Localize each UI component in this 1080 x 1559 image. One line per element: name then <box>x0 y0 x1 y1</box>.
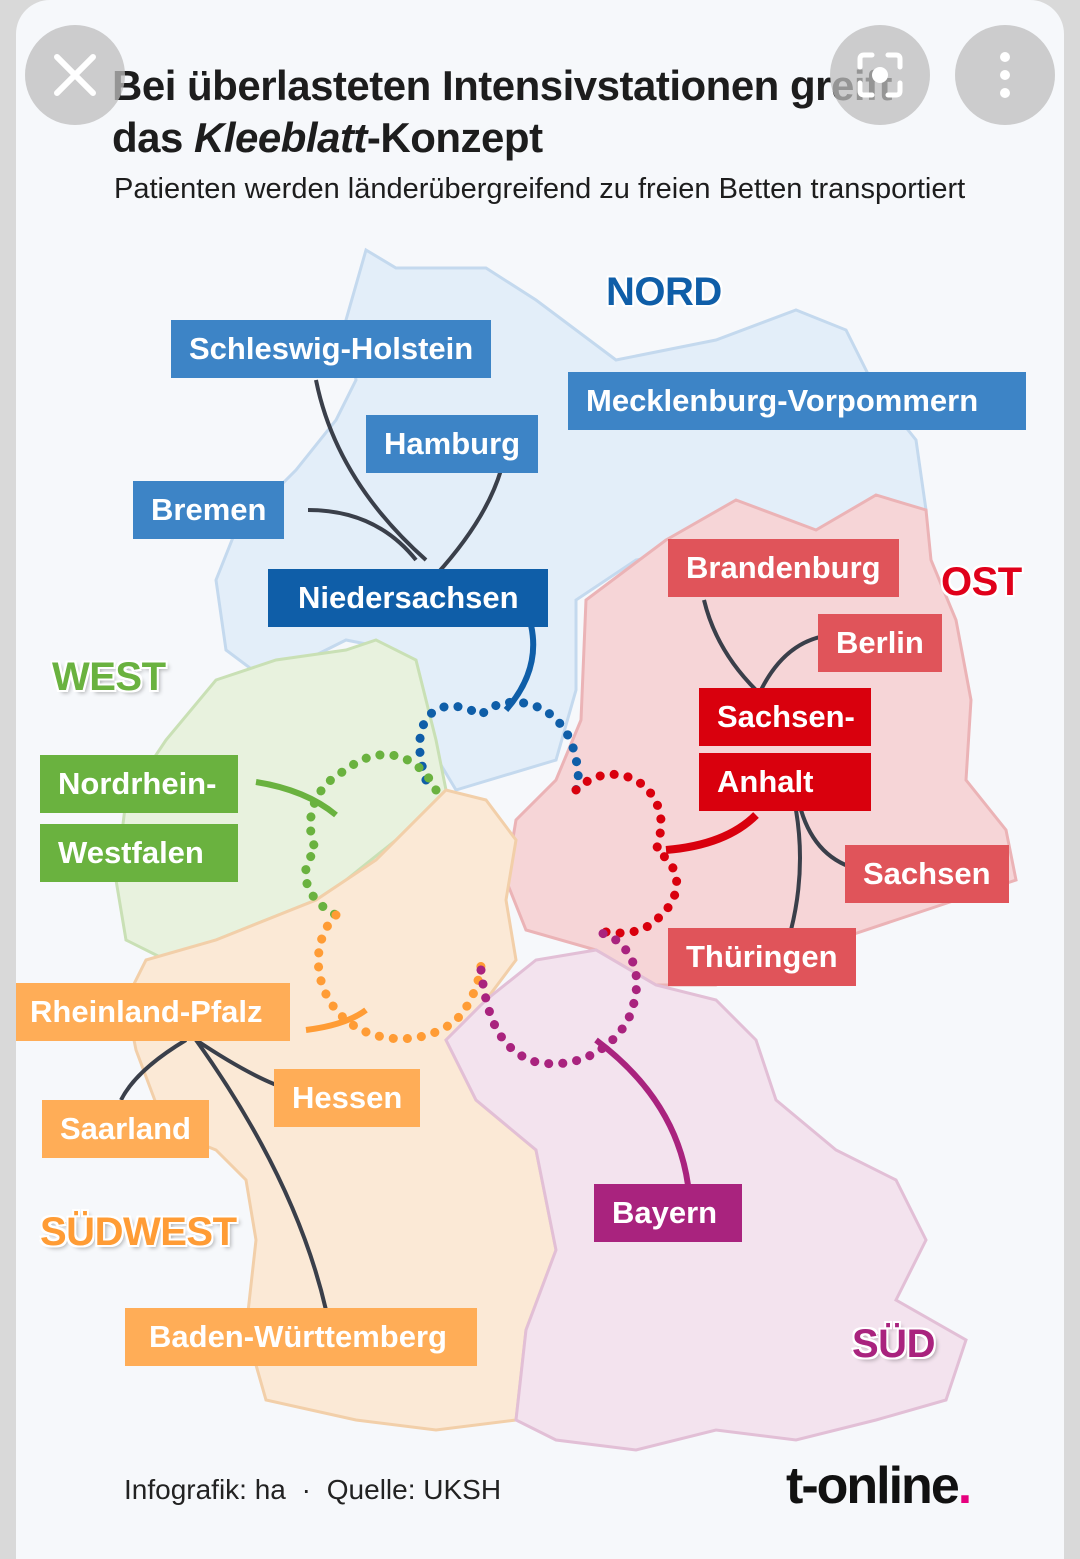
lens-button[interactable] <box>830 25 930 125</box>
title-italic: Kleeblatt <box>194 114 367 161</box>
connector-th <box>789 809 802 931</box>
title-line-2: das Kleeblatt-Konzept <box>112 112 992 164</box>
title-line-1: Bei überlasteten Intensivstationen greif… <box>112 62 893 109</box>
state-label-hessen: Hessen <box>274 1069 421 1127</box>
connector-bw <box>194 1038 328 1311</box>
page-subtitle: Patienten werden länderübergreifend zu f… <box>114 173 966 205</box>
state-label-hamburg: Hamburg <box>366 415 539 473</box>
state-label-nrw-2: Westfalen <box>40 824 238 882</box>
state-label-sachsen-anhalt-1: Sachsen- <box>699 688 871 746</box>
t-online-logo: t-online. <box>786 1456 973 1516</box>
connector-sl <box>119 1038 188 1101</box>
state-label-sachsen-anhalt-2: Anhalt <box>699 753 871 811</box>
clover-leaf-sued <box>476 925 642 1069</box>
state-label-niedersachsen: Niedersachsen <box>268 569 548 627</box>
region-label-ost: OST <box>941 560 1022 604</box>
footer-credits: Infografik: ha · Quelle: UKSH <box>124 1474 501 1506</box>
state-label-saarland: Saarland <box>42 1100 209 1158</box>
logo-dot: . <box>957 1457 973 1515</box>
state-label-thueringen: Thüringen <box>668 928 856 986</box>
state-label-sachsen: Sachsen <box>845 845 1009 903</box>
connector-hb <box>307 508 418 562</box>
state-label-bayern: Bayern <box>594 1184 742 1242</box>
connector-nrw <box>255 779 338 818</box>
title-suffix: -Konzept <box>366 114 543 161</box>
infographic-card: Bei überlasteten Intensivstationen greif… <box>16 0 1064 1559</box>
credit-separator: · <box>301 1474 311 1505</box>
clover-leaf-nord <box>415 697 583 795</box>
clover-leaf-suedwest <box>313 910 486 1044</box>
more-vert-icon <box>1000 52 1010 98</box>
close-button[interactable] <box>25 25 125 125</box>
clover-leaf-west <box>301 750 441 920</box>
region-label-nord: NORD <box>606 270 722 314</box>
state-label-baden-wuerttemberg: Baden-Württemberg <box>125 1308 477 1366</box>
state-label-brandenburg: Brandenburg <box>668 539 899 597</box>
logo-text: t-online <box>786 1457 960 1515</box>
credit-text: Infografik: ha <box>124 1474 286 1505</box>
connector-sh <box>314 379 428 562</box>
title-prefix: das <box>112 114 195 161</box>
close-icon <box>54 54 96 96</box>
region-label-suedwest: SÜDWEST <box>40 1210 237 1254</box>
connector-hh <box>434 469 503 577</box>
state-label-schleswig-holstein: Schleswig-Holstein <box>171 320 492 378</box>
state-label-mecklenburg-vorpommern: Mecklenburg-Vorpommern <box>568 372 1026 430</box>
connector-bb <box>702 599 758 692</box>
region-label-west: WEST <box>52 655 166 699</box>
more-options-button[interactable] <box>955 25 1055 125</box>
state-label-nrw-1: Nordrhein- <box>40 755 238 813</box>
page-title: Bei überlasteten Intensivstationen greif… <box>112 60 992 164</box>
state-label-bremen: Bremen <box>133 481 285 539</box>
clover-leaves <box>301 697 682 1069</box>
connector-st <box>665 812 759 854</box>
clover-leaf-ost <box>571 769 682 938</box>
source-text: Quelle: UKSH <box>326 1474 502 1505</box>
state-label-rheinland-pfalz: Rheinland-Pfalz <box>16 983 290 1041</box>
state-label-berlin: Berlin <box>818 614 942 672</box>
lens-icon <box>857 52 903 98</box>
connector-rp <box>305 1007 368 1033</box>
region-label-sued: SÜD <box>852 1322 935 1366</box>
connector-by <box>594 1037 691 1186</box>
